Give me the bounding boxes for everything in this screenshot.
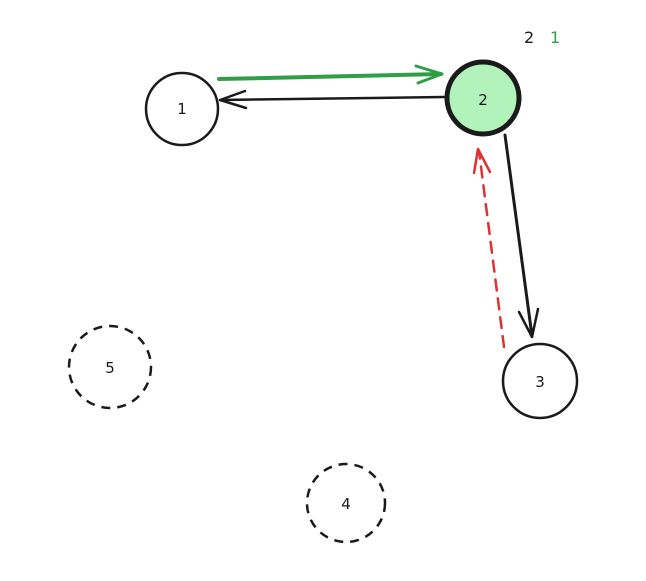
node-4-label: 4 <box>341 495 351 513</box>
edge-2-to-1-line <box>219 95 446 102</box>
node-4-circle[interactable] <box>305 462 387 544</box>
node-5-label: 5 <box>105 359 115 377</box>
node-3-circle[interactable] <box>501 342 579 420</box>
edge-3-to-2-arrowhead <box>472 147 492 175</box>
counter-left: 2 <box>524 28 534 47</box>
node-4[interactable]: 4 <box>305 462 387 544</box>
edge-2-to-3-arrowhead <box>517 307 540 339</box>
edge-2-to-1 <box>218 89 446 110</box>
node-5-circle[interactable] <box>67 324 153 410</box>
edge-2-to-3 <box>503 133 540 339</box>
node-1[interactable]: 1 <box>144 71 220 147</box>
node-5[interactable]: 5 <box>67 324 153 410</box>
node-1-label: 1 <box>177 100 187 118</box>
edge-1-to-2-arrowhead <box>414 64 444 85</box>
node-3-label: 3 <box>535 373 545 391</box>
edge-1-to-2 <box>217 64 444 85</box>
node-2-label: 2 <box>478 91 488 109</box>
edge-1-to-2-line <box>217 72 443 81</box>
edge-2-to-3-line <box>503 133 534 338</box>
node-3[interactable]: 3 <box>501 342 579 420</box>
node-1-circle[interactable] <box>144 71 220 147</box>
node-2-circle[interactable] <box>444 59 522 137</box>
counter-right: 1 <box>550 28 560 47</box>
node-2[interactable]: 2 <box>444 59 522 137</box>
edge-3-to-2-line <box>477 149 506 349</box>
edge-2-to-1-arrowhead <box>218 89 248 110</box>
edge-3-to-2 <box>472 147 506 349</box>
